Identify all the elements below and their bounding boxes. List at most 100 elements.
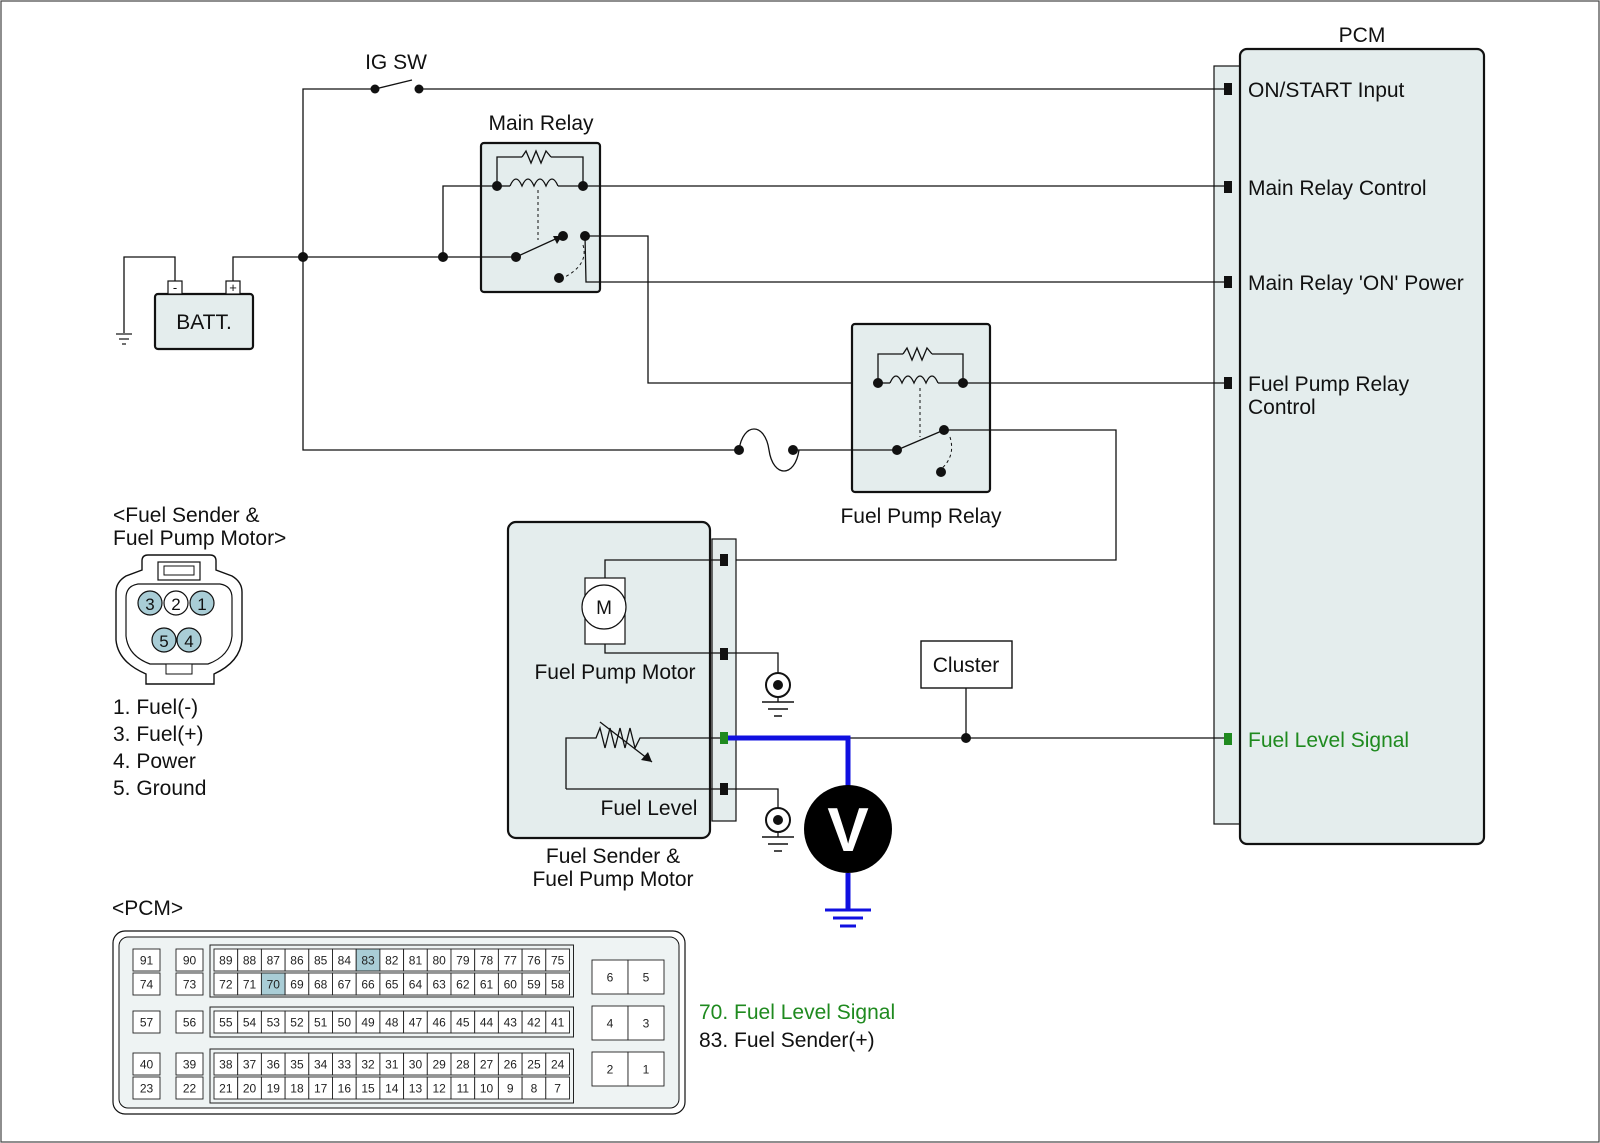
pcm-pin-fuel-level-signal: Fuel Level Signal [1248, 729, 1409, 752]
pcm-pin-number-74: 74 [140, 978, 154, 992]
pcm-pin-number-31: 31 [385, 1058, 399, 1072]
fp-relay-coil [889, 375, 939, 385]
pcm-pin-number-33: 33 [338, 1058, 352, 1072]
main-relay-resistor [521, 149, 552, 165]
pcm-pin-number-10: 10 [480, 1082, 494, 1096]
main-relay-switch-blade [515, 235, 563, 258]
pcm-block [1238, 47, 1486, 846]
connector-pin-2: 2 [163, 590, 189, 616]
pcm-pin-number-80: 80 [432, 954, 446, 968]
pcm-pin-control: Control [1248, 396, 1316, 419]
pcm-pin-cell-91 [132, 948, 161, 972]
wire-to-fuse [302, 257, 739, 451]
pcm-pin-number-90: 90 [183, 954, 197, 968]
pcm-pin-cell-90 [175, 948, 204, 972]
pcm-pin-group-top [209, 944, 574, 998]
svg-text:4: 4 [184, 632, 193, 651]
ig-sw-label: IG SW [365, 51, 427, 74]
fp-relay-switch-blade [896, 429, 945, 451]
pcm-pin-number-55: 55 [219, 1016, 233, 1030]
pcm-pin-number-small-2: 2 [607, 1063, 614, 1077]
pcm-legend-83: 83. Fuel Sender(+) [699, 1029, 875, 1052]
junction-cluster [961, 733, 971, 743]
pcm-pin-number-32: 32 [361, 1058, 375, 1072]
pcm-pin-number-25: 25 [527, 1058, 541, 1072]
fuel-sender-connector [115, 554, 243, 685]
pcm-pin-group-middle [209, 1006, 574, 1038]
pcm-pin-cell-small-1 [627, 1051, 665, 1087]
fp-relay-coil-right [932, 353, 964, 383]
pcm-pin-number-40: 40 [140, 1058, 154, 1072]
pcm-pin-number-65: 65 [385, 978, 399, 992]
pcm-pin-number-60: 60 [504, 978, 518, 992]
pcm-pin-number-78: 78 [480, 954, 494, 968]
pcm-pin-cell-small-3 [627, 1005, 665, 1041]
cluster-box [920, 640, 1013, 689]
voltmeter-icon [804, 785, 892, 873]
level-ground-icon [762, 807, 794, 852]
connector-legend-3: 4. Power [113, 750, 196, 773]
motor-icon [581, 584, 627, 630]
pcm-pin-cell-56 [175, 1010, 204, 1034]
pcm-terminal-fuel-level [1224, 733, 1232, 745]
pcm-pin-number-61: 61 [480, 978, 494, 992]
main-relay-nc-path [562, 244, 585, 279]
pcm-pin-number-68: 68 [314, 978, 328, 992]
pcm-pin-number-41: 41 [551, 1016, 565, 1030]
fuel-level-resistor [565, 725, 650, 789]
pcm-pin-number-37: 37 [243, 1058, 257, 1072]
pcm-pin-number-22: 22 [183, 1082, 197, 1096]
pcm-pin-number-47: 47 [409, 1016, 423, 1030]
wire-batt-plus [232, 256, 443, 281]
sender-terminal-level [720, 732, 728, 744]
connector-legend-4: 5. Ground [113, 777, 206, 800]
main-relay-switch-no [558, 231, 568, 241]
wire-fp-relay-to-motor [729, 429, 1117, 561]
svg-text:5: 5 [159, 632, 168, 651]
measurement-ground-icon [825, 908, 871, 928]
pcm-pin-number-42: 42 [527, 1016, 541, 1030]
sender-terminal-motor-ground [720, 648, 728, 660]
pcm-pin-number-small-3: 3 [643, 1017, 650, 1031]
ig-switch-pivot [370, 84, 380, 94]
main-relay-box [479, 141, 602, 294]
pcm-pin-number-11: 11 [457, 1082, 470, 1096]
pcm-pin-cell-small-4 [591, 1005, 629, 1041]
pcm-pin-number-29: 29 [432, 1058, 446, 1072]
connector-pin-1: 1 [189, 590, 215, 616]
pcm-pin-number-72: 72 [219, 978, 233, 992]
pcm-pin-number-59: 59 [527, 978, 541, 992]
pcm-pin-number-73: 73 [183, 978, 197, 992]
pcm-pin-fuel-pump-relay: Fuel Pump Relay [1248, 373, 1410, 396]
sender-block [506, 520, 712, 840]
battery-label: BATT. [176, 311, 232, 334]
pcm-pin-cell-24 [545, 1052, 570, 1076]
battery-box [153, 292, 255, 351]
fuse-terminal-a [734, 445, 744, 455]
fuel-pump-relay-label: Fuel Pump Relay [840, 505, 1002, 528]
fuel-level-wiper [599, 721, 653, 763]
pcm-pin-cell-7 [545, 1076, 570, 1100]
pcm-pin-number-45: 45 [456, 1016, 470, 1030]
wire-to-main-relay-coil [442, 185, 497, 257]
pcm-pin-cell-75 [545, 948, 570, 972]
connector-pin-3: 3 [137, 590, 163, 616]
fp-relay-coil-term-a [873, 378, 883, 388]
pcm-pin-number-76: 76 [527, 954, 541, 968]
pcm-pin-cell-22 [175, 1076, 204, 1100]
fp-relay-switch-nc [936, 467, 946, 477]
motor-symbol: M [596, 598, 612, 619]
sender-label-line1: Fuel Sender & [546, 845, 680, 868]
pcm-title: PCM [1339, 24, 1386, 47]
main-relay-coil-left [496, 156, 522, 186]
connector-pin-4: 4 [176, 627, 202, 653]
pcm-pin-number-79: 79 [456, 954, 470, 968]
pcm-pin-number-81: 81 [409, 954, 423, 968]
pcm-pin-number-48: 48 [385, 1016, 399, 1030]
pcm-pin-number-53: 53 [267, 1016, 281, 1030]
wire-to-fuel-pump-relay-coil [585, 235, 878, 384]
pcm-pin-cell-small-5 [627, 959, 665, 995]
pcm-pin-number-71: 71 [243, 978, 257, 992]
pcm-pin-number-75: 75 [551, 954, 565, 968]
